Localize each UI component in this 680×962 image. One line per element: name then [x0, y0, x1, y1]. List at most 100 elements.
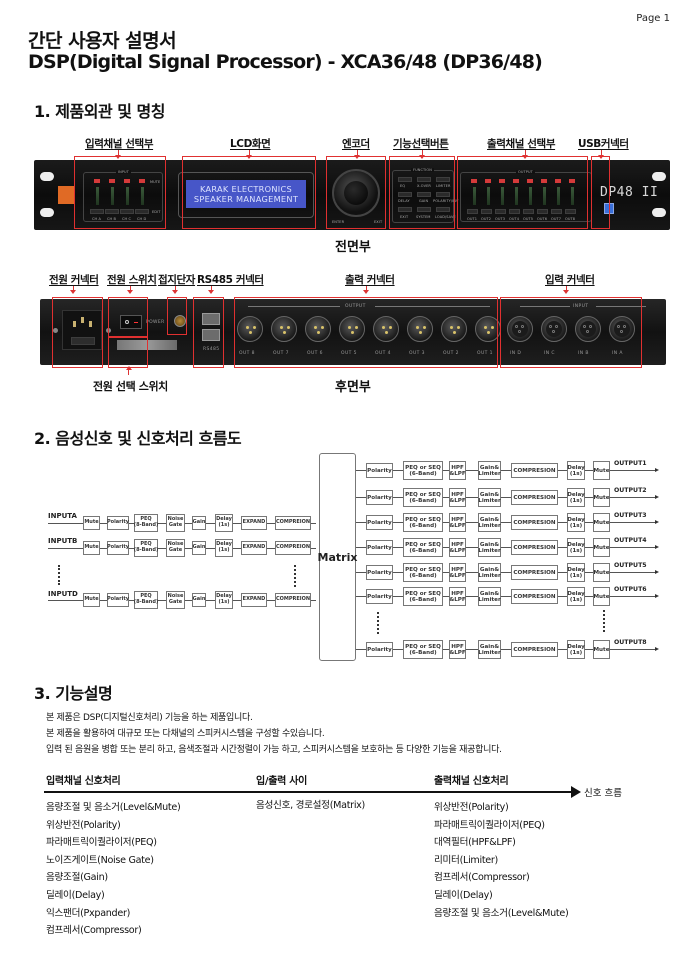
function-button-delay[interactable]	[398, 192, 412, 197]
xlr-input-d[interactable]	[507, 316, 533, 342]
flow-box-polarity: Polarity	[366, 463, 393, 478]
power-pin	[73, 321, 76, 327]
signal-line	[356, 649, 656, 650]
input-mute-led[interactable]	[124, 179, 130, 183]
rear-panel-device: POWER RS485 OUTPUT OUT 8 OUT 7 OUT 6 OUT…	[40, 299, 666, 365]
output-channel-button[interactable]	[551, 209, 562, 214]
output-mute-led[interactable]	[569, 179, 575, 183]
flow-box-gain: Gain	[192, 593, 206, 607]
xlr-output-8[interactable]	[237, 316, 263, 342]
output-channel-button[interactable]	[509, 209, 520, 214]
flow-box-delay: Delay (1s)	[215, 514, 233, 532]
flow-box-noise-gate: Noise Gate	[166, 539, 185, 557]
front-callout-usb: USB커넥터	[578, 138, 629, 150]
xlr-output-3[interactable]	[407, 316, 433, 342]
input-channel-button[interactable]	[120, 209, 134, 214]
flow-box-compression: COMPRESION	[511, 490, 558, 505]
flow-box-delay: Delay (1s)	[567, 488, 585, 507]
rear-callout-input-connector: 입력 커넥터	[545, 274, 595, 286]
output-channel-button[interactable]	[565, 209, 576, 214]
input-mute-led[interactable]	[109, 179, 115, 183]
output-label: OUTPUT1	[614, 460, 647, 467]
output-channel-button[interactable]	[537, 209, 548, 214]
output-processing-list: 위상반전(Polarity) 파라매트릭이퀄라이저(PEQ) 대역필터(HPF&…	[434, 799, 569, 922]
list-item: 위상반전(Polarity)	[434, 802, 509, 813]
arrow-icon	[655, 647, 659, 651]
output-mute-led[interactable]	[485, 179, 491, 183]
xlr-output-1[interactable]	[475, 316, 501, 342]
input-mute-led[interactable]	[94, 179, 100, 183]
xlr-input-b[interactable]	[575, 316, 601, 342]
xlr-input-a[interactable]	[609, 316, 635, 342]
output-channel-button[interactable]	[495, 209, 506, 214]
power-switch[interactable]	[120, 315, 142, 329]
output-connector-label: OUT 1	[477, 351, 493, 356]
function-button-limiter[interactable]	[436, 177, 450, 182]
input-connector-label: IN B	[578, 351, 589, 356]
function-panel-label: FUNCTION	[411, 168, 434, 172]
output-mute-led[interactable]	[555, 179, 561, 183]
function-button-system[interactable]	[417, 207, 431, 212]
function-button-xover[interactable]	[417, 177, 431, 182]
flow-box-peq-seq: PEQ or SEQ (6-Band)	[403, 538, 443, 557]
column-heading-input: 입력채널 신호처리	[46, 776, 121, 787]
lcd-screen: KARAK ELECTRONICS SPEAKER MANAGEMENT	[186, 180, 306, 208]
function-button-eq[interactable]	[398, 177, 412, 182]
encoder-exit-label: EXIT	[374, 220, 383, 224]
input-channel-label: CH A	[92, 217, 101, 221]
xlr-output-4[interactable]	[373, 316, 399, 342]
input-channel-button[interactable]	[90, 209, 104, 214]
output-channel-label: OUT3	[495, 217, 506, 221]
front-panel-caption: 전면부	[335, 240, 371, 255]
output-mute-led[interactable]	[513, 179, 519, 183]
input-mute-led[interactable]	[139, 179, 145, 183]
input-connector-label: IN A	[612, 351, 623, 356]
xlr-output-7[interactable]	[271, 316, 297, 342]
output-channel-label: OUT6	[537, 217, 548, 221]
xlr-output-2[interactable]	[441, 316, 467, 342]
xlr-output-6[interactable]	[305, 316, 331, 342]
rack-ear-hole	[40, 208, 54, 217]
output-connector-label: OUT 3	[409, 351, 425, 356]
callout-arrow	[172, 286, 178, 294]
flow-box-polarity: Polarity	[366, 589, 393, 604]
function-button-polarity[interactable]	[436, 192, 450, 197]
output-mute-led[interactable]	[541, 179, 547, 183]
flow-box-hpf-lpf: HPF &LPF	[449, 538, 466, 557]
page-number: Page 1	[636, 13, 670, 24]
flow-box-expand: EXPAND	[241, 516, 267, 530]
rear-callout-power-switch: 전원 스위치	[107, 274, 157, 286]
edit-label: EDIT	[152, 210, 161, 214]
power-connector[interactable]	[62, 310, 102, 350]
output-mute-led[interactable]	[471, 179, 477, 183]
output-connector-label: OUT 4	[375, 351, 391, 356]
flow-box-polarity: Polarity	[107, 541, 129, 555]
xlr-input-c[interactable]	[541, 316, 567, 342]
flow-box-polarity: Polarity	[107, 593, 129, 607]
flow-box-mute: Mute	[593, 513, 610, 532]
flow-box-compression: COMPRESION	[511, 642, 558, 657]
rs485-port[interactable]	[202, 329, 220, 341]
output-level-meter	[543, 187, 546, 205]
highlight-output-connectors	[234, 297, 498, 368]
signal-line	[356, 596, 656, 597]
rs485-port[interactable]	[202, 313, 220, 325]
ellipsis-dots	[603, 610, 605, 632]
flow-box-mute: Mute	[593, 538, 610, 557]
function-button-load-save[interactable]	[436, 207, 450, 212]
input-channel-button[interactable]	[135, 209, 149, 214]
xlr-output-5[interactable]	[339, 316, 365, 342]
input-label: INPUTD	[48, 590, 78, 598]
input-channel-button[interactable]	[105, 209, 119, 214]
output-channel-button[interactable]	[481, 209, 492, 214]
flow-box-expand: EXPAND	[241, 593, 267, 607]
output-mute-led[interactable]	[527, 179, 533, 183]
output-mute-led[interactable]	[499, 179, 505, 183]
ground-terminal[interactable]	[174, 315, 186, 327]
callout-arrow	[246, 150, 252, 159]
flow-box-compression: COMPRESION	[511, 515, 558, 530]
output-channel-button[interactable]	[523, 209, 534, 214]
function-button-gain[interactable]	[417, 192, 431, 197]
function-button-exit[interactable]	[398, 207, 412, 212]
output-channel-button[interactable]	[467, 209, 478, 214]
